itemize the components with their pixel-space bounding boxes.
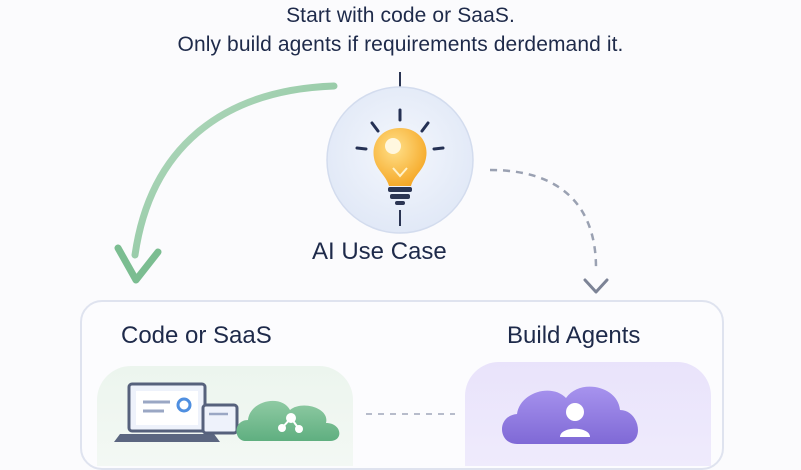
build-agents-label: Build Agents [507,322,641,349]
headline-line-2: Only build agents if requirements derdem… [177,33,624,56]
arrow-head-dashed [583,278,609,294]
headline-line-1: Start with code or SaaS. [286,4,515,27]
arrow-to-build-agents [489,168,598,269]
arrow-to-code-or-saas [131,82,338,259]
lightbulb-icon [355,108,445,205]
ai-use-case-label: AI Use Case [312,238,447,265]
diagram-canvas [114,72,638,444]
laptop-cloud-icon [114,382,340,442]
cloud-user-icon [501,386,638,444]
arrow-head-green [114,244,162,284]
code-or-saas-label: Code or SaaS [121,322,272,349]
